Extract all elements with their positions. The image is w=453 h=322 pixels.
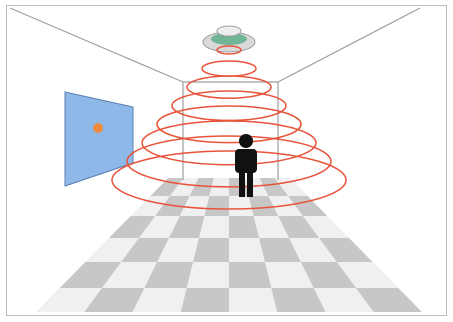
wall-display-dot: [93, 123, 103, 133]
floor-tile: [180, 288, 229, 314]
floor-tile: [229, 262, 271, 288]
floor-tile: [193, 238, 229, 262]
